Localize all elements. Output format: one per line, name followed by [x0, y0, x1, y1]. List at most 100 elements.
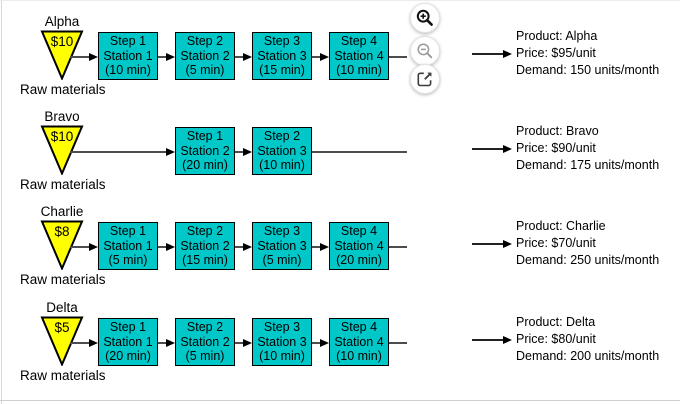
station-station-label: Station 3: [257, 143, 307, 158]
station-time-label: (20 min): [105, 349, 151, 364]
station-time-label: (5 min): [185, 63, 225, 78]
raw-cost-label: $10: [50, 129, 74, 144]
raw-material-triangle: [40, 125, 84, 177]
product-line-label: Bravo: [44, 109, 80, 124]
product-info-price: Price: $95/unit: [516, 46, 596, 60]
station-step-label: Step 1: [186, 129, 224, 144]
flow-arrowhead: [243, 147, 252, 156]
station-time-label: (5 min): [262, 253, 302, 268]
product-info-demand: Demand: 150 units/month: [516, 63, 660, 77]
product-info-product: Product: Charlie: [516, 219, 606, 233]
station-time-label: (20 min): [182, 158, 228, 173]
raw-material-triangle: [40, 316, 84, 368]
flow-arrowhead: [166, 338, 175, 347]
flow-arrowhead: [320, 242, 329, 251]
flow-arrowhead: [89, 52, 98, 61]
station-time-label: (10 min): [105, 63, 151, 78]
product-info-demand: Demand: 175 units/month: [516, 158, 660, 172]
flow-line: [472, 243, 504, 245]
flow-line: [70, 151, 166, 153]
flow-line: [158, 246, 166, 248]
station-time-label: (20 min): [336, 253, 382, 268]
flow-line: [389, 56, 407, 58]
flow-line: [312, 56, 320, 58]
station-station-label: Station 4: [334, 48, 384, 63]
station-step-label: Step 2: [186, 320, 224, 335]
open-external-button[interactable]: [410, 64, 440, 94]
raw-materials-label: Raw materials: [20, 368, 106, 383]
flow-line: [70, 246, 89, 248]
station-station-label: Station 2: [180, 334, 230, 349]
station-step-label: Step 1: [109, 224, 147, 239]
flow-line: [389, 246, 407, 248]
flow-arrowhead: [243, 338, 252, 347]
station-step-label: Step 4: [340, 320, 378, 335]
flow-line: [70, 342, 89, 344]
frame-border-top: [0, 0, 680, 1]
station-station-label: Station 3: [257, 238, 307, 253]
open-external-icon: [417, 72, 432, 87]
raw-cost-label: $5: [54, 320, 70, 335]
raw-material-triangle: [40, 30, 84, 82]
frame-border-left: [1, 0, 2, 404]
station-step-label: Step 4: [340, 34, 378, 49]
flow-line: [389, 342, 407, 344]
station-station-label: Station 1: [103, 334, 153, 349]
product-line-label: Alpha: [44, 14, 80, 29]
station-station-label: Station 1: [103, 238, 153, 253]
flow-arrowhead: [89, 242, 98, 251]
flow-line: [235, 342, 243, 344]
flow-line: [472, 339, 504, 341]
raw-materials-label: Raw materials: [20, 82, 106, 97]
raw-cost-label: $8: [54, 224, 70, 239]
station-time-label: (5 min): [108, 253, 148, 268]
flow-line: [235, 56, 243, 58]
station-station-label: Station 3: [257, 334, 307, 349]
station-step-label: Step 2: [186, 34, 224, 49]
raw-materials-label: Raw materials: [20, 177, 106, 192]
raw-material-triangle: [40, 220, 84, 272]
flow-line: [235, 246, 243, 248]
product-info-product: Product: Alpha: [516, 29, 598, 43]
station-step-label: Step 1: [109, 320, 147, 335]
flow-line: [312, 246, 320, 248]
product-info-demand: Demand: 250 units/month: [516, 253, 660, 267]
flow-arrowhead: [320, 52, 329, 61]
flow-line: [235, 151, 243, 153]
flow-arrowhead: [243, 52, 252, 61]
flow-line: [472, 148, 504, 150]
flow-line: [158, 56, 166, 58]
product-line-label: Charlie: [40, 204, 84, 219]
station-station-label: Station 2: [180, 238, 230, 253]
product-info-price: Price: $90/unit: [516, 141, 596, 155]
product-info-demand: Demand: 200 units/month: [516, 349, 660, 363]
frame-border-bottom: [0, 400, 680, 401]
station-time-label: (10 min): [336, 63, 382, 78]
flow-arrowhead: [166, 147, 175, 156]
zoom-out-icon: [417, 43, 433, 59]
station-station-label: Station 4: [334, 334, 384, 349]
station-time-label: (15 min): [259, 63, 305, 78]
station-step-label: Step 2: [186, 224, 224, 239]
flow-line: [312, 151, 407, 153]
flow-arrowhead: [89, 338, 98, 347]
product-info-product: Product: Bravo: [516, 124, 599, 138]
zoom-in-button[interactable]: [410, 3, 440, 33]
station-station-label: Station 2: [180, 143, 230, 158]
product-info-product: Product: Delta: [516, 315, 596, 329]
flow-line: [70, 56, 89, 58]
zoom-out-button[interactable]: [410, 36, 440, 66]
